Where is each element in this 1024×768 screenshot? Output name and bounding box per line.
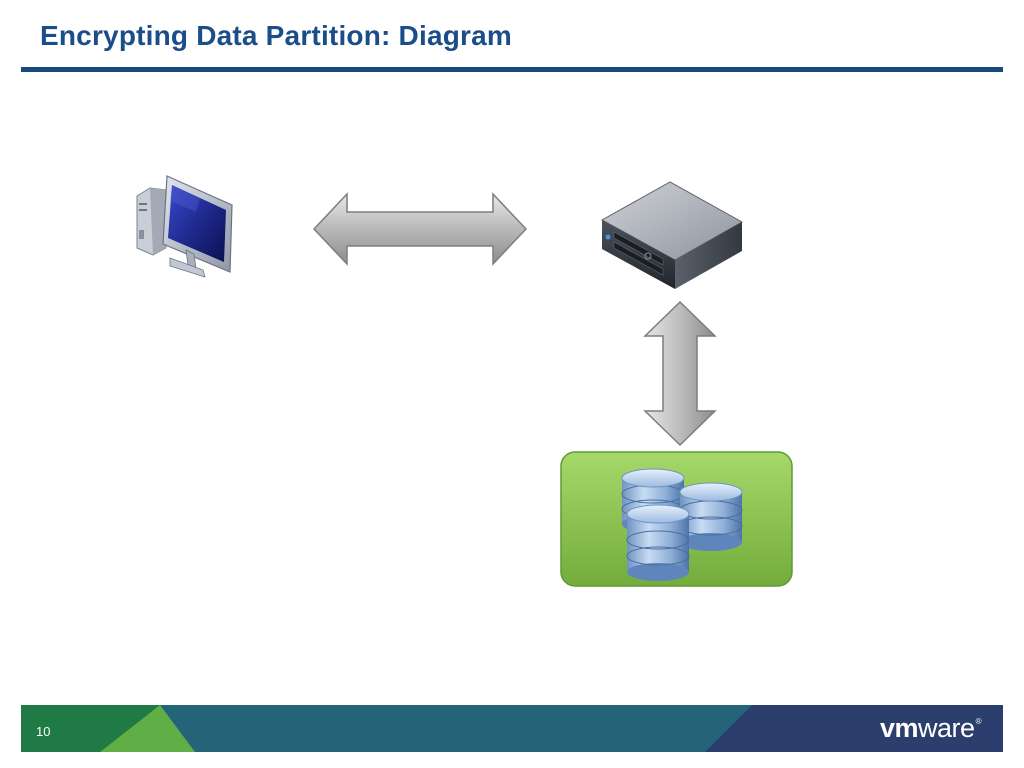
vmware-logo: vmware®: [880, 713, 982, 744]
logo-registered-mark: ®: [975, 717, 982, 726]
logo-vm: vm: [880, 713, 919, 743]
page-number: 10: [36, 724, 51, 739]
footer-band: [21, 705, 1003, 752]
database-stack-icon: [621, 468, 743, 581]
page-title: Encrypting Data Partition: Diagram: [40, 20, 512, 51]
desktop-computer-icon: [136, 175, 233, 278]
server-icon: [600, 181, 744, 289]
client-server-arrow: [312, 192, 528, 266]
title-divider: [21, 67, 1003, 72]
logo-ware: ware: [918, 713, 975, 743]
server-storage-arrow: [643, 300, 717, 447]
